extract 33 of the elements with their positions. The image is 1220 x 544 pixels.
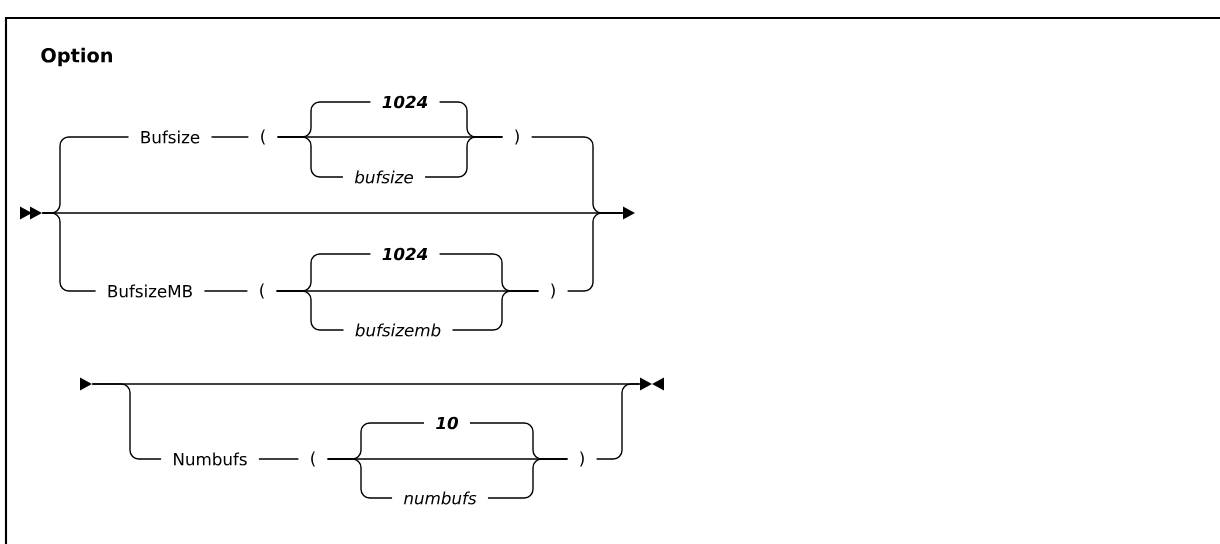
railroad-line xyxy=(203,290,249,292)
railroad-line xyxy=(566,212,624,292)
default-value: 1024 xyxy=(382,95,428,109)
continuation-marker xyxy=(80,377,92,391)
railroad-line xyxy=(41,212,97,292)
parenthesis: ) xyxy=(580,451,584,467)
variable-name: bufsizemb xyxy=(355,323,441,337)
variable-name: numbufs xyxy=(404,491,477,505)
railroad-line xyxy=(275,290,345,331)
railroad-line xyxy=(487,458,569,499)
parenthesis: ( xyxy=(260,283,264,299)
railroad-line xyxy=(276,136,344,178)
parenthesis: ) xyxy=(515,129,519,145)
railroad-line xyxy=(326,458,393,499)
railroad-line xyxy=(424,136,504,178)
keyword: Bufsize xyxy=(141,130,200,144)
default-value: 1024 xyxy=(382,247,428,261)
railroad-line xyxy=(258,458,300,460)
keyword: Numbufs xyxy=(174,452,247,466)
variable-name: bufsize xyxy=(354,170,413,184)
railroad-line xyxy=(210,136,250,138)
railroad-line xyxy=(91,383,162,460)
diagram-title: Option xyxy=(41,47,112,67)
parenthesis: ( xyxy=(311,451,315,467)
start-marker xyxy=(20,206,42,220)
keyword: BufsizeMB xyxy=(108,284,192,298)
end-marker xyxy=(640,377,664,391)
parenthesis: ( xyxy=(261,129,265,145)
railroad-line xyxy=(595,383,641,460)
railroad-line xyxy=(451,290,540,331)
continuation-marker xyxy=(623,206,635,220)
parenthesis: ) xyxy=(551,283,555,299)
default-value: 10 xyxy=(436,416,459,430)
